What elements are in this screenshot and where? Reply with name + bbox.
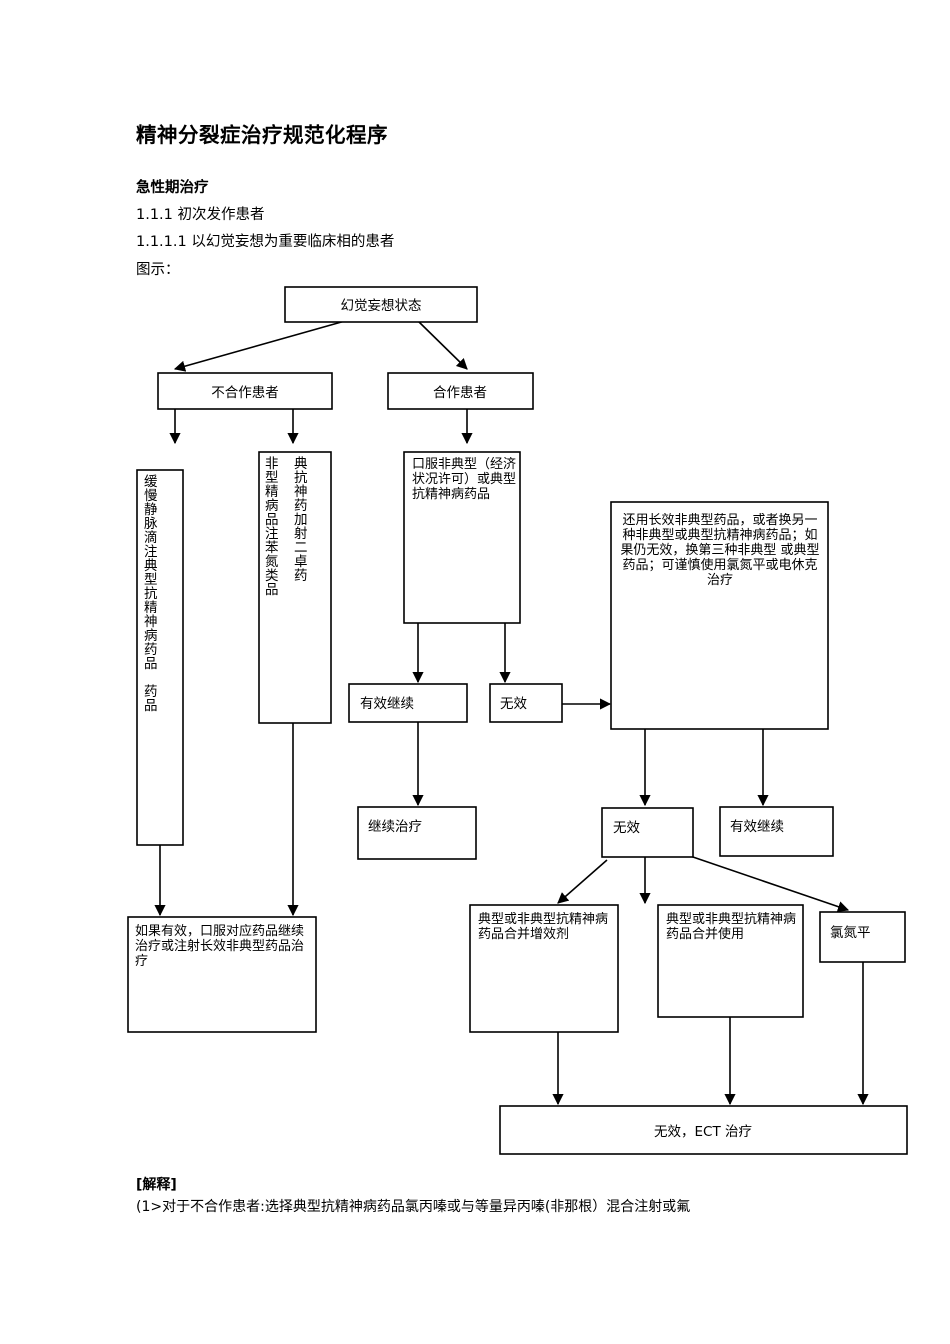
node-effective-continue-1-label: 有效继续 (360, 696, 414, 712)
node-ineffective-2-label: 无效 (613, 820, 641, 836)
section-heading: 急性期治疗 (136, 180, 209, 196)
node-effective-continue-2: 有效继续 (719, 806, 834, 857)
node-combine-booster-label: 典型或非典型抗精神病药品合并增效剂 (478, 912, 609, 943)
node-effective-continue-2-label: 有效继续 (730, 819, 784, 835)
node-start-label: 幻觉妄想状态 (341, 298, 422, 314)
node-injection-col-left: 非型精病品注苯氮类品 (262, 456, 278, 596)
notes-heading: [解释] (136, 1177, 177, 1193)
node-continue-treatment: 继续治疗 (357, 806, 477, 860)
edge-start-to-cooperative (417, 320, 468, 370)
node-slow-iv-label: 缓慢静脉滴注典型抗精神病药品 药品 (141, 474, 157, 712)
node-oral-atypical-label: 口服非典型（经济状况许可）或典型抗精神病药品 (412, 457, 516, 503)
notes-body: (1>对于不合作患者:选择典型抗精神病药品氯丙嗪或与等量异丙嗪(非那根）混合注射… (136, 1199, 691, 1215)
node-switch-strategy: 还用长效非典型药品，或者换另一种非典型或典型抗精神病药品；如果仍无效，换第三种非… (610, 501, 829, 730)
node-ineffective-1: 无效 (489, 683, 563, 723)
node-cooperative-label: 合作患者 (433, 385, 487, 401)
node-ineffective-1-label: 无效 (500, 696, 528, 712)
node-if-effective-oral-label: 如果有效，口服对应药品继续治疗或注射长效非典型药品治疗 (135, 924, 305, 970)
node-clozapine: 氯氮平 (819, 911, 906, 963)
node-combine-use-label: 典型或非典型抗精神病药品合并使用 (666, 912, 797, 943)
node-continue-treatment-label: 继续治疗 (368, 819, 422, 835)
outline-item-1: 1.1.1 初次发作患者 (136, 207, 265, 223)
node-if-effective-oral: 如果有效，口服对应药品继续治疗或注射长效非典型药品治疗 (127, 916, 317, 1033)
node-ineffective-2: 无效 (601, 807, 694, 858)
node-clozapine-label: 氯氮平 (830, 925, 871, 941)
node-switch-strategy-label: 还用长效非典型药品，或者换另一种非典型或典型抗精神病药品；如果仍无效，换第三种非… (620, 513, 820, 589)
node-ect: 无效，ECT 治疗 (499, 1105, 908, 1155)
outline-item-2: 1.1.1.1 以幻觉妄想为重要临床相的患者 (136, 234, 395, 250)
node-ect-label: 无效，ECT 治疗 (654, 1124, 752, 1140)
edge-ineffective2-to-clozapine (689, 855, 850, 913)
node-uncooperative-label: 不合作患者 (211, 385, 279, 401)
node-oral-atypical: 口服非典型（经济状况许可）或典型抗精神病药品 (403, 451, 521, 624)
node-start: 幻觉妄想状态 (284, 286, 478, 323)
node-combine-use: 典型或非典型抗精神病药品合并使用 (657, 904, 804, 1018)
edge-ineffective2-to-booster (557, 859, 608, 904)
node-effective-continue-1: 有效继续 (348, 683, 468, 723)
node-uncooperative: 不合作患者 (157, 372, 333, 410)
node-injection-col-right: 典抗神药加射二卓药 (291, 456, 307, 582)
node-injection-combo: 典抗神药加射二卓药 非型精病品注苯氮类品 (258, 451, 332, 724)
node-combine-booster: 典型或非典型抗精神病药品合并增效剂 (469, 904, 619, 1033)
node-slow-iv-infusion: 缓慢静脉滴注典型抗精神病药品 药品 (136, 469, 184, 846)
page-title: 精神分裂症治疗规范化程序 (136, 123, 388, 147)
node-cooperative: 合作患者 (387, 372, 534, 410)
figure-label: 图示： (136, 262, 180, 278)
edge-start-to-uncooperative (173, 320, 346, 372)
